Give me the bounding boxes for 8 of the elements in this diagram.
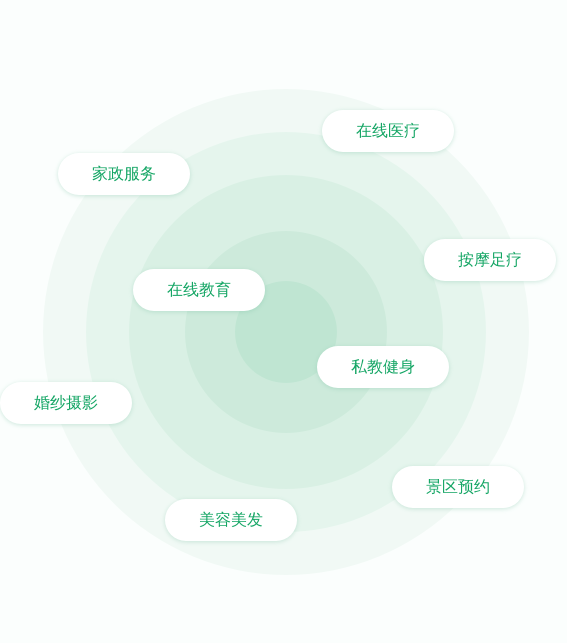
category-tag: 美容美发 xyxy=(165,499,297,541)
category-tag: 私教健身 xyxy=(317,346,449,388)
category-tag: 按摩足疗 xyxy=(424,239,556,281)
category-tag: 家政服务 xyxy=(58,153,190,195)
category-tag: 在线医疗 xyxy=(322,110,454,152)
category-tag: 婚纱摄影 xyxy=(0,382,132,424)
category-tag: 在线教育 xyxy=(133,269,265,311)
category-tag: 景区预约 xyxy=(392,466,524,508)
